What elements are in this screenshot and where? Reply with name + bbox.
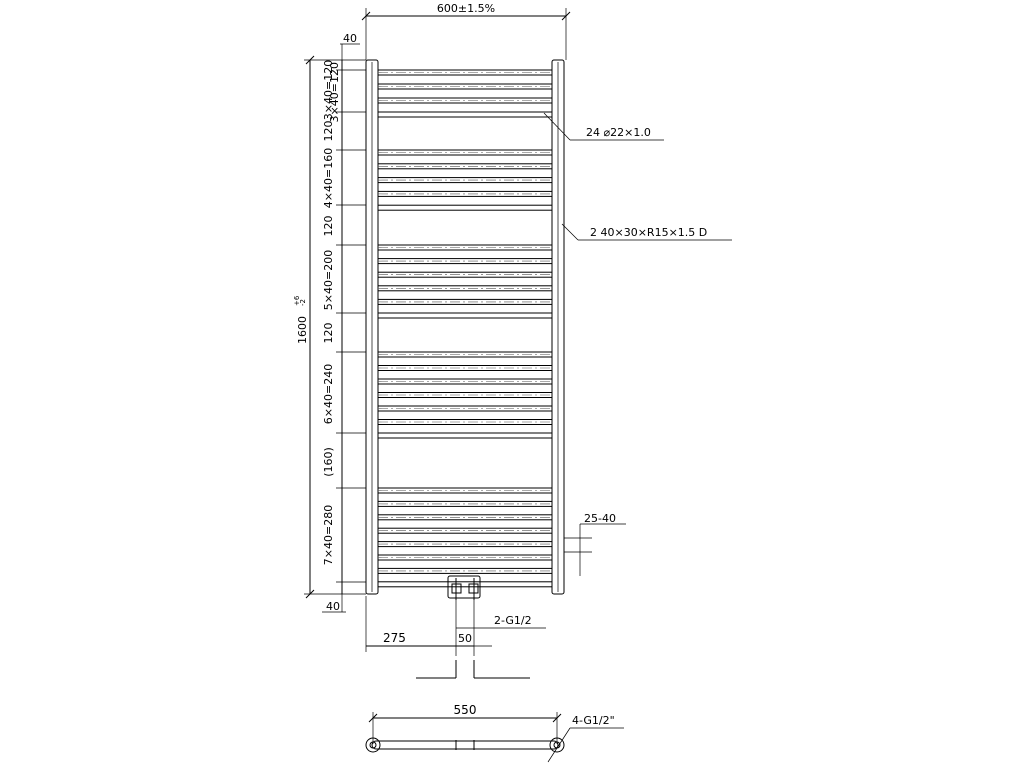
group4-label: 6×40=240 <box>322 364 335 424</box>
plan-width-label: 550 <box>454 703 477 717</box>
tube-30 <box>377 581 553 588</box>
overall-width-label: 600±1.5% <box>437 2 495 15</box>
overall-width-dimension: 600±1.5% <box>361 2 571 60</box>
tube-15 <box>377 312 553 319</box>
right-collector <box>551 59 565 595</box>
horizontal-tubes <box>377 69 553 588</box>
tube-4 <box>377 111 553 118</box>
gap3-label: 120 <box>322 323 335 344</box>
side-offset-label: 25-40 <box>584 512 616 525</box>
left-dimension-label: 275 <box>383 631 406 645</box>
group2-label: 4×40=160 <box>322 148 335 208</box>
plan-view: 550 4-G1/2" <box>365 703 624 763</box>
height-tol-minus: -2 <box>299 299 307 306</box>
gap2-label: 120 <box>322 216 335 237</box>
valve-connection <box>447 575 481 600</box>
bottom-offset-label: 40 <box>326 600 340 613</box>
side-offset-dimension: 25-40 <box>564 512 626 576</box>
center-dimension-label: 50 <box>458 632 472 645</box>
height-label: 1600 <box>296 316 309 344</box>
tubes-callout: 24 ⌀22×1.0 <box>543 112 664 141</box>
gap1-label: 120 <box>322 121 335 142</box>
connection-label: 2-G1/2 <box>494 614 532 627</box>
group5-label: 7×40=280 <box>322 505 335 565</box>
group3-label: 5×40=200 <box>322 250 335 310</box>
plan-thread-label: 4-G1/2" <box>572 714 615 727</box>
collectors-callout: 2 40×30×R15×1.5 D <box>561 223 732 241</box>
tube-9 <box>377 204 553 211</box>
tubes-callout-label: 24 ⌀22×1.0 <box>586 126 651 139</box>
top-offset-label: 40 <box>343 32 357 45</box>
svg-text:3×40=120: 3×40=120 <box>328 62 341 122</box>
collectors-callout-label: 2 40×30×R15×1.5 D <box>590 226 707 239</box>
overall-height-dimension: 1600 +6 -2 <box>293 55 336 599</box>
tube-22 <box>377 432 553 439</box>
height-dimension-chain: 3×40=120 <box>328 59 366 595</box>
group1-label: 3×40=120 <box>322 60 335 120</box>
gap4-label: (160) <box>322 447 335 477</box>
height-tol-plus: +6 <box>293 295 301 306</box>
left-collector <box>365 59 379 595</box>
connection-dimensions: 275 50 2-G1/2 <box>365 596 546 679</box>
